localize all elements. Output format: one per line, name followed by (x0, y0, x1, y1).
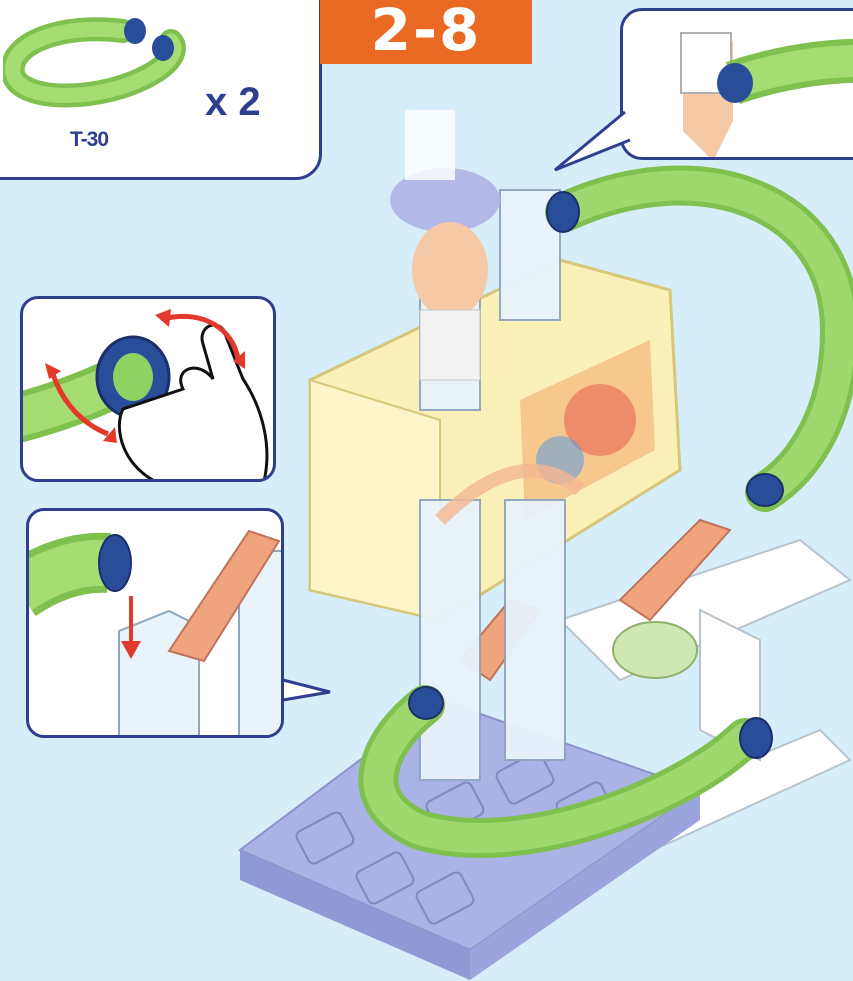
detail-callout-insert (26, 508, 284, 738)
game-box (310, 260, 680, 620)
connector-detail-illustration (623, 11, 853, 160)
quantity-label: x 2 (205, 80, 261, 125)
parts-callout (0, 0, 322, 180)
detail-callout-top (620, 8, 853, 160)
insert-connector-illustration (29, 511, 284, 738)
detail-callout-rotate (20, 296, 276, 482)
rotate-connector-illustration (23, 299, 276, 482)
tube-part-icon (3, 3, 223, 153)
step-number-badge: 2-8 (320, 0, 532, 64)
part-code-label: T-30 (70, 128, 108, 152)
